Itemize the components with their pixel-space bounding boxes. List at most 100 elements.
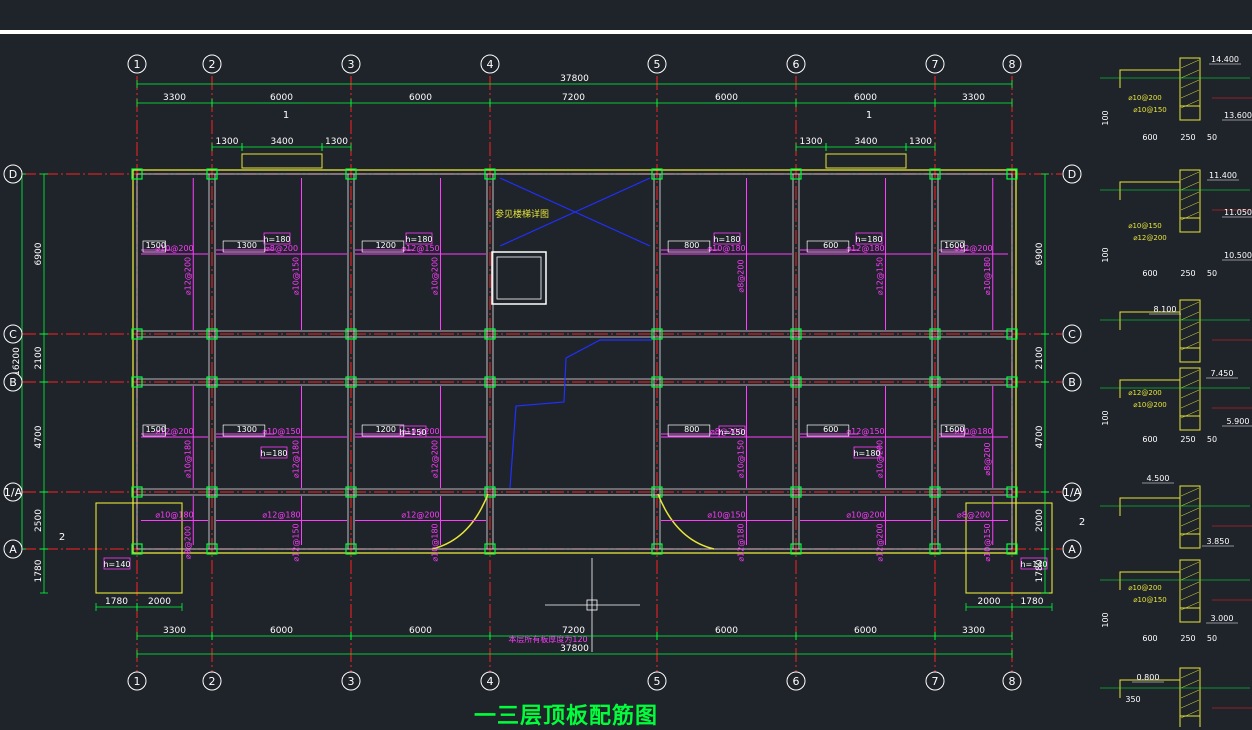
curved-wall <box>657 493 715 550</box>
blue-polyline <box>509 339 652 489</box>
dim-label: 6000 <box>854 93 877 103</box>
dim-label: 2000 <box>1035 509 1045 532</box>
rebar-label: ⌀10@200 <box>401 427 439 436</box>
beam-outline <box>136 173 1013 550</box>
rebar-length: 800 <box>684 241 699 250</box>
cad-drawing-canvas[interactable]: ⌀10@200⌀12@2001500⌀12@200⌀10@1801500⌀10@… <box>0 34 1252 727</box>
dim-label: 1780 <box>105 597 128 607</box>
side-dim: 50 <box>1207 435 1217 444</box>
dim-label: 3300 <box>962 626 985 636</box>
hatch <box>1180 171 1200 181</box>
axis-bubble-right <box>1062 324 1082 344</box>
section-outline <box>1119 181 1200 219</box>
axis-bubble-right-label: 1/A <box>1063 486 1082 499</box>
thickness-box <box>260 446 288 459</box>
rebar-label: ⌀8@200 <box>183 526 192 559</box>
hatch <box>1180 591 1200 601</box>
dim-label: 2100 <box>34 346 44 369</box>
hatch <box>1180 507 1200 517</box>
rebar-label: ⌀12@200 <box>954 244 992 253</box>
length-box <box>806 240 850 253</box>
column <box>790 168 802 180</box>
side-dim: 600 <box>1142 133 1157 142</box>
rebar-label: ⌀10@180 <box>155 511 193 520</box>
axis-bubble-bottom-label: 2 <box>209 675 216 688</box>
rebar-length: 800 <box>684 425 699 434</box>
section-outline <box>1119 311 1200 349</box>
dim-label: 3400 <box>271 137 294 147</box>
side-dim: 100 <box>1101 612 1110 627</box>
axis-bubble-top <box>341 54 361 74</box>
axis-bubble-top-label: 3 <box>348 58 355 71</box>
column <box>929 543 941 555</box>
column <box>929 376 941 388</box>
length-box <box>940 240 965 253</box>
column <box>1006 486 1018 498</box>
elevation-label: 13.600 <box>1224 111 1252 120</box>
hatch <box>1180 331 1200 341</box>
elevation-label: 4.500 <box>1147 474 1170 483</box>
axis-bubble-right <box>1062 482 1082 502</box>
axis-bubble-right-label: C <box>1068 328 1076 341</box>
column <box>131 486 143 498</box>
rebar-label: ⌀12@200 <box>183 257 192 295</box>
rebar-label: ⌀12@180 <box>292 440 301 478</box>
column <box>484 376 496 388</box>
rebar-label: ⌀12@180 <box>262 511 300 520</box>
elevation-label: 5.900 <box>1227 417 1250 426</box>
axis-bubble-top-label: 2 <box>209 58 216 71</box>
rebar-label: ⌀12@180 <box>846 244 884 253</box>
slab-thickness: h=140 <box>1020 560 1047 569</box>
rebar-label: ⌀10@180 <box>431 523 440 561</box>
dim-label: 1300 <box>800 137 823 147</box>
section-mark: 2 <box>59 532 65 543</box>
elevation-label: 11.050 <box>1224 208 1252 217</box>
section-mark: 1 <box>283 110 289 121</box>
hatch <box>1180 699 1200 709</box>
slab-thickness: h=150 <box>718 428 745 437</box>
side-dim: 100 <box>1101 410 1110 425</box>
column <box>929 328 941 340</box>
rebar-length: 1600 <box>944 425 964 434</box>
column <box>484 486 496 498</box>
slab-thickness: h=180 <box>713 235 740 244</box>
side-dim: 50 <box>1207 133 1217 142</box>
side-rebar-label: ⌀10@200 <box>1128 94 1161 102</box>
axis-bubble-left-label: C <box>9 328 17 341</box>
side-section-details: 14.40013.60011.40011.05010.5008.1007.450… <box>1100 55 1252 727</box>
length-box <box>667 424 711 437</box>
rebar-label: ⌀12@200 <box>876 523 885 561</box>
hatch <box>1180 561 1200 571</box>
slab-thickness: h=180 <box>855 235 882 244</box>
column <box>651 168 663 180</box>
hatch <box>1180 211 1200 221</box>
dim-label: 2100 <box>1035 346 1045 369</box>
section-wall <box>1179 169 1201 233</box>
hatch <box>1180 527 1200 537</box>
column <box>131 168 143 180</box>
dim-label: 3300 <box>962 93 985 103</box>
dim-label: 1780 <box>1021 597 1044 607</box>
section-mark: 1 <box>866 110 872 121</box>
thickness-box <box>399 425 427 438</box>
side-rebar-label: ⌀10@200 <box>1133 401 1166 409</box>
axis-bubble-top <box>647 54 667 74</box>
axis-bubble-right-label: B <box>1068 376 1076 389</box>
dim-label: 7200 <box>562 93 585 103</box>
beam-outline <box>825 153 907 169</box>
axis-bubble-top <box>127 54 147 74</box>
side-dim: 350 <box>1125 695 1140 704</box>
side-dim: 250 <box>1180 634 1195 643</box>
elevation-label: 8.100 <box>1154 305 1177 314</box>
column <box>345 543 357 555</box>
axis-bubble-top <box>1002 54 1022 74</box>
dim-label: 16200 <box>12 347 22 376</box>
axis-bubble-left-label: 1/A <box>4 486 23 499</box>
dim-label: 37800 <box>560 644 589 654</box>
dim-label: 2500 <box>34 509 44 532</box>
dim-label: 3300 <box>163 93 186 103</box>
stair-opening-inner <box>496 256 542 300</box>
column <box>790 328 802 340</box>
rebar-label: ⌀12@200 <box>431 440 440 478</box>
